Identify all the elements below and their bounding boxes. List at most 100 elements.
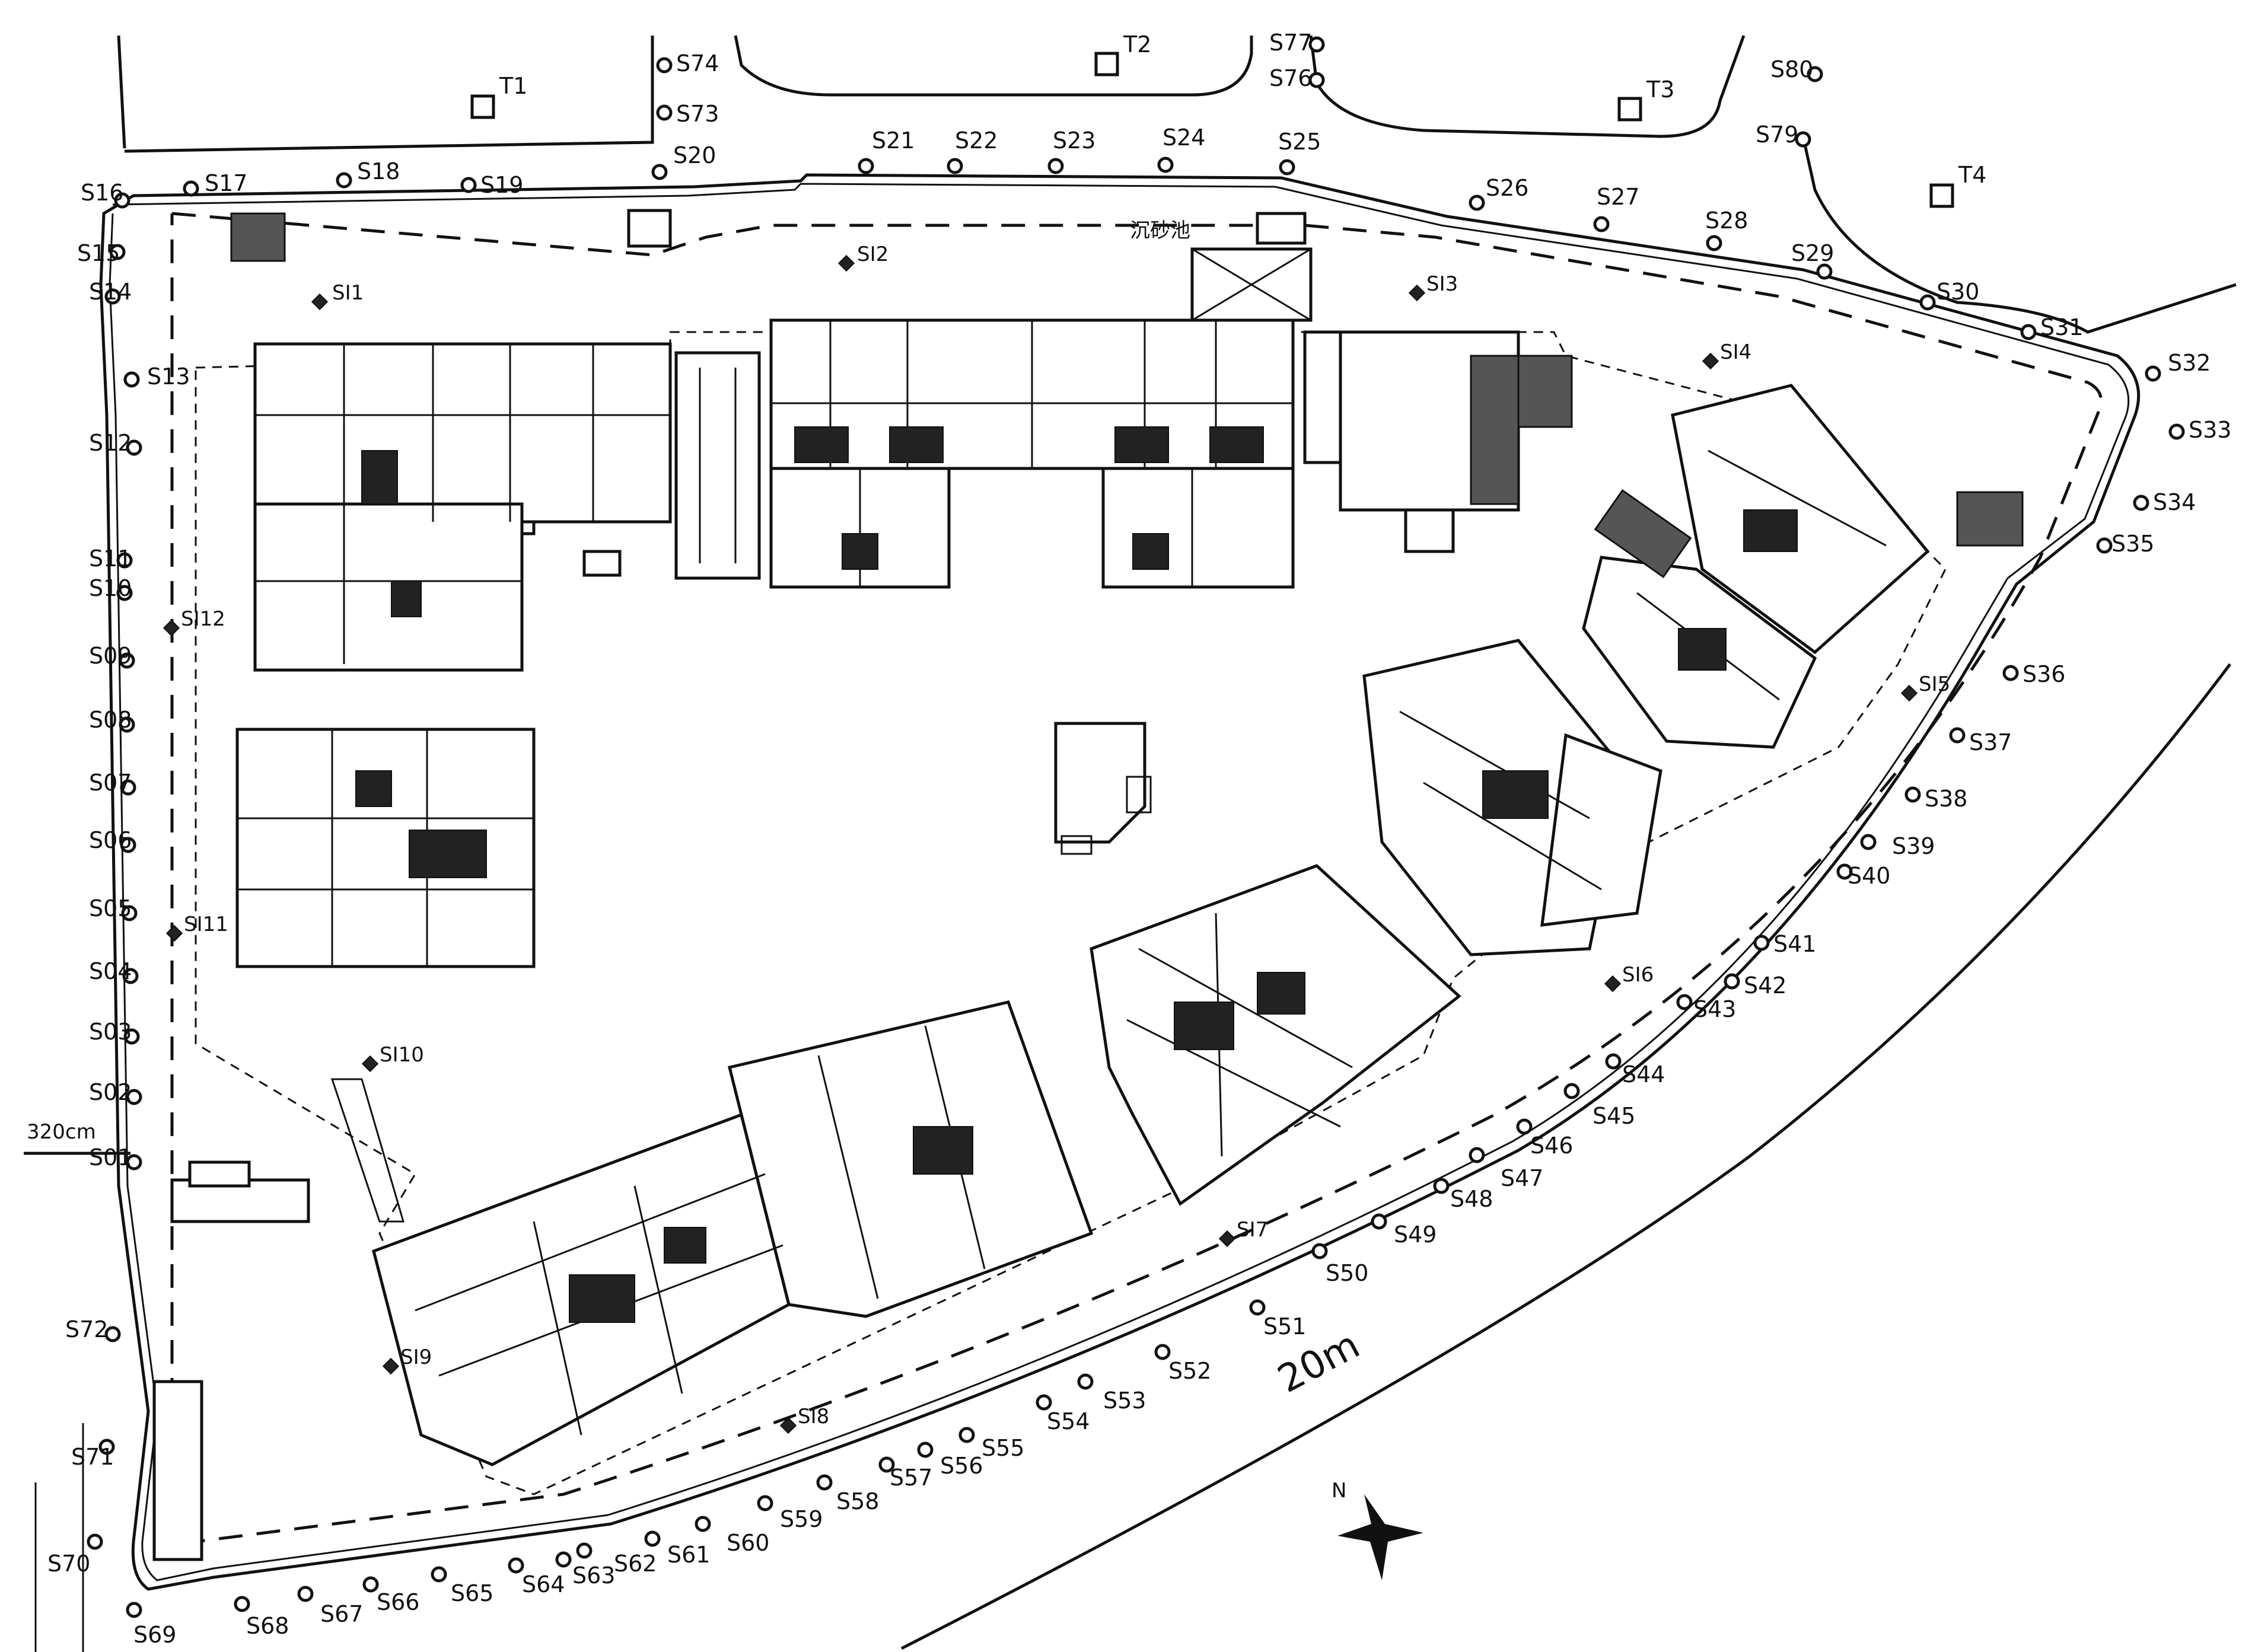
monitoring-point-marker	[958, 1427, 975, 1443]
monitoring-point-label: S14	[89, 279, 132, 305]
monitoring-point-marker	[878, 1456, 895, 1473]
monitoring-point-marker	[508, 1557, 524, 1574]
monitoring-point-marker	[1605, 1053, 1622, 1070]
tower-marker: T3	[1617, 76, 1674, 122]
monitoring-point-label: S03	[89, 1019, 132, 1045]
monitoring-point-label: S53	[1103, 1388, 1146, 1414]
monitoring-point-marker	[1279, 159, 1295, 176]
inclinometer-marker	[165, 924, 183, 942]
monitoring-point-label: S46	[1530, 1133, 1573, 1159]
monitoring-point-marker	[1249, 1299, 1266, 1316]
inclinometer-marker	[311, 293, 329, 311]
inclinometer-marker	[1408, 284, 1426, 302]
inclinometer-marker	[361, 1055, 379, 1073]
inclinometer-label: SI4	[1720, 340, 1751, 364]
inclinometer-label: SI2	[857, 243, 888, 266]
monitoring-point-label: S39	[1892, 833, 1935, 859]
monitoring-point-label: S40	[1848, 863, 1890, 889]
inclinometer-marker	[1218, 1230, 1236, 1248]
monitoring-point-marker	[183, 180, 199, 197]
monitoring-point-marker	[1036, 1394, 1052, 1411]
monitoring-point-marker	[120, 837, 136, 853]
inclinometer-marker	[1900, 684, 1918, 702]
monitoring-point-marker	[123, 371, 140, 388]
monitoring-point-marker	[297, 1586, 314, 1602]
monitoring-point-marker	[1433, 1178, 1450, 1194]
monitoring-point-label: S80	[1770, 56, 1813, 82]
monitoring-point-label: S67	[320, 1601, 363, 1627]
inclinometer-marker	[163, 619, 180, 637]
monitoring-point-label: S10	[89, 575, 132, 601]
tower-marker: T4	[1929, 162, 1986, 208]
monitoring-point-label: S23	[1053, 127, 1095, 154]
monitoring-point-label: S56	[940, 1453, 983, 1479]
monitoring-point-marker	[431, 1566, 447, 1583]
monitoring-point-label: S05	[89, 895, 132, 921]
monitoring-point-label: S19	[480, 172, 523, 198]
monitoring-point-marker	[1807, 66, 1823, 82]
monitoring-point-marker	[816, 1474, 833, 1491]
monitoring-point-label: S72	[65, 1316, 108, 1342]
monitoring-point-label: S74	[676, 50, 719, 76]
monitoring-point-label: S13	[147, 363, 190, 390]
monitoring-point-label: S79	[1756, 122, 1798, 148]
monitoring-point-marker	[1469, 1147, 1485, 1163]
monitoring-point-marker	[757, 1495, 773, 1511]
inclinometer-marker	[1702, 352, 1719, 370]
inclinometer-label: SI5	[1919, 672, 1950, 696]
monitoring-point-marker	[234, 1596, 250, 1612]
monitoring-point-marker	[1154, 1344, 1171, 1360]
monitoring-point-marker	[555, 1551, 572, 1568]
monitoring-point-label: S32	[2168, 350, 2211, 376]
monitoring-point-marker	[1795, 131, 1811, 148]
sedimentation-tank-label: 沉砂池	[1130, 219, 1190, 243]
monitoring-point-marker	[126, 1154, 142, 1171]
monitoring-point-label: S70	[47, 1551, 90, 1577]
monitoring-point-marker	[126, 1602, 142, 1618]
monitoring-point-marker	[98, 1439, 115, 1455]
monitoring-point-label: S62	[614, 1551, 657, 1577]
north-label: N	[1332, 1479, 1346, 1503]
monitoring-point-label: S43	[1693, 996, 1736, 1022]
monitoring-point-label: S01	[89, 1144, 132, 1171]
monitoring-point-marker	[104, 1326, 121, 1342]
monitoring-point-label: S48	[1450, 1186, 1493, 1212]
monitoring-point-marker	[917, 1441, 934, 1458]
tower-label: T2	[1123, 31, 1151, 58]
inclinometer-label: SI6	[1622, 963, 1654, 987]
monitoring-point-marker	[2002, 665, 2019, 681]
monitoring-point-marker	[656, 57, 673, 74]
monitoring-point-label: S08	[89, 707, 132, 733]
monitoring-point-label: S11	[89, 546, 132, 572]
towers: T1 T2 T3 T4	[470, 31, 1986, 208]
monitoring-point-marker	[2168, 423, 2185, 440]
monitoring-point-label: S60	[727, 1530, 769, 1556]
monitoring-point-label: S18	[357, 158, 400, 184]
monitoring-point-marker	[126, 1089, 142, 1105]
monitoring-points: S01 S02 S03 S04 S05 S06 S07 S08 S09 S10 …	[47, 30, 2231, 1648]
inclinometer-label: SI1	[332, 281, 364, 305]
monitoring-point-label: S17	[205, 170, 247, 196]
monitoring-point-marker	[651, 164, 668, 180]
monitoring-point-label: S44	[1622, 1061, 1665, 1087]
width-320cm-label: 320cm	[27, 1120, 96, 1144]
monitoring-point-marker	[123, 1028, 140, 1045]
inclinometer-marker	[1604, 975, 1622, 993]
monitoring-point-marker	[1860, 834, 1877, 850]
monitoring-point-label: S35	[2111, 531, 2154, 557]
monitoring-point-label: S34	[2153, 489, 2196, 515]
monitoring-point-label: S06	[89, 827, 132, 853]
monitoring-point-label: S30	[1937, 279, 1979, 305]
monitoring-point-label: S65	[451, 1580, 493, 1606]
monitoring-point-label: S66	[377, 1589, 419, 1615]
monitoring-point-marker	[1516, 1118, 1533, 1135]
monitoring-point-label: S09	[89, 643, 132, 669]
monitoring-point-marker	[336, 172, 352, 189]
monitoring-point-label: S45	[1592, 1103, 1635, 1129]
monitoring-point-label: S37	[1969, 729, 2012, 755]
monitoring-point-label: S49	[1394, 1222, 1437, 1248]
inclinometer-marker	[837, 254, 855, 272]
monitoring-point-label: S61	[667, 1542, 710, 1568]
monitoring-point-label: S29	[1791, 240, 1834, 266]
